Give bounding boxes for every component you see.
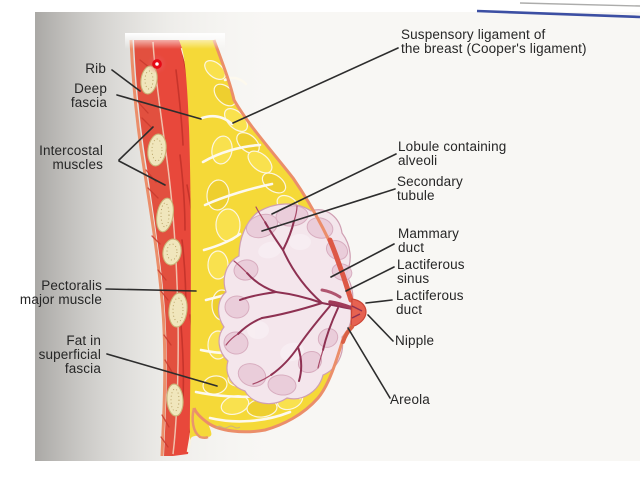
label-nipple: Nipple	[395, 333, 435, 348]
rib-bone-speckle	[144, 70, 184, 412]
leader-lobule	[271, 153, 397, 215]
leader-intercostal-upper	[118, 126, 154, 161]
artist-signature-squiggle	[215, 425, 241, 429]
mammary-duct-tree	[237, 220, 365, 382]
leader-areola	[347, 327, 391, 399]
leader-rib	[111, 69, 141, 92]
leader-intercostal-lower	[118, 160, 166, 186]
label-suspensory-ligament: Suspensory ligament of the breast (Coope…	[401, 27, 587, 56]
leader-mammary-duct	[330, 243, 395, 278]
label-rib: Rib	[85, 61, 106, 76]
label-pectoralis-major: Pectoralis major muscle	[19, 278, 102, 307]
nipple-duct-openings	[351, 305, 363, 319]
red-circle-marker	[147, 54, 167, 74]
label-deep-fascia: Deep fascia	[70, 81, 107, 110]
label-lactiferous-duct: Lactiferous duct	[396, 288, 464, 317]
label-secondary-tubule: Secondary tubule	[397, 174, 463, 203]
blue-page-border-line	[476, 9, 640, 19]
label-mammary-duct: Mammary duct	[398, 226, 460, 255]
page-top-edge	[519, 2, 640, 7]
lactiferous-duct-shape	[320, 288, 342, 299]
leader-pectoralis	[105, 288, 197, 292]
leader-fat	[106, 353, 218, 387]
nipple-shape	[350, 298, 367, 328]
label-lobule-alveoli: Lobule containing alveoli	[398, 139, 507, 168]
areola-shape	[341, 325, 354, 344]
duct-twigs	[225, 205, 324, 385]
label-intercostal-muscles: Intercostal muscles	[39, 143, 103, 172]
contour-thick-red-band	[327, 237, 354, 303]
leader-secondary-tubule	[261, 188, 396, 232]
leader-lactiferous-duct	[365, 299, 393, 304]
gland-lobules	[223, 205, 353, 396]
gland-lobule-highlights	[247, 234, 311, 362]
leader-deep-fascia	[116, 94, 202, 120]
leader-suspensory-ligament	[232, 47, 399, 124]
leader-lactiferous-sinus	[345, 266, 395, 292]
top-crop-fade	[125, 33, 225, 49]
breast-skin-contour	[191, 39, 367, 439]
label-lactiferous-sinus: Lactiferous sinus	[397, 257, 465, 286]
lactiferous-sinus-shape	[328, 300, 354, 310]
fat-left-strip	[182, 48, 212, 440]
leader-lines	[105, 47, 399, 399]
leader-nipple	[367, 314, 394, 342]
intercostal-fiber-texture	[137, 59, 173, 448]
label-fat-superficial-fascia: Fat in superficial fascia	[38, 333, 101, 376]
glandular-tissue-region	[218, 203, 365, 405]
label-areola: Areola	[390, 392, 430, 407]
intercostal-muscle-region	[134, 40, 179, 456]
inframammary-curl	[191, 407, 209, 439]
